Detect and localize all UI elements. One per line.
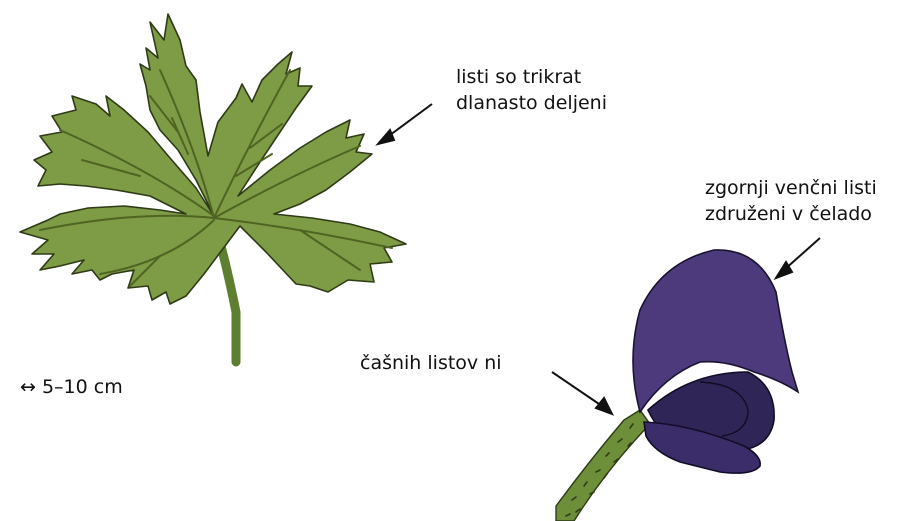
label-upper-petals: zgornji venčni listi združeni v čelado <box>705 175 877 227</box>
label-upper-petals-line1: zgornji venčni listi <box>705 175 877 201</box>
arrow-leaves <box>386 104 432 138</box>
arrow-upper-petals <box>784 238 820 270</box>
label-sepals: čašnih listov ni <box>360 350 502 376</box>
label-leaves: listi so trikrat dlanasto deljeni <box>456 64 607 116</box>
label-scale: ↔ 5–10 cm <box>20 374 123 400</box>
label-leaves-line2: dlanasto deljeni <box>456 90 607 116</box>
arrow-sepals-head <box>596 398 612 414</box>
label-upper-petals-line2: združeni v čelado <box>705 201 877 227</box>
arrow-leaves-head <box>378 130 394 144</box>
label-leaves-line1: listi so trikrat <box>456 64 607 90</box>
leaf-blade <box>20 14 406 304</box>
flower-pedicel <box>556 410 650 521</box>
arrow-sepals <box>552 372 602 406</box>
